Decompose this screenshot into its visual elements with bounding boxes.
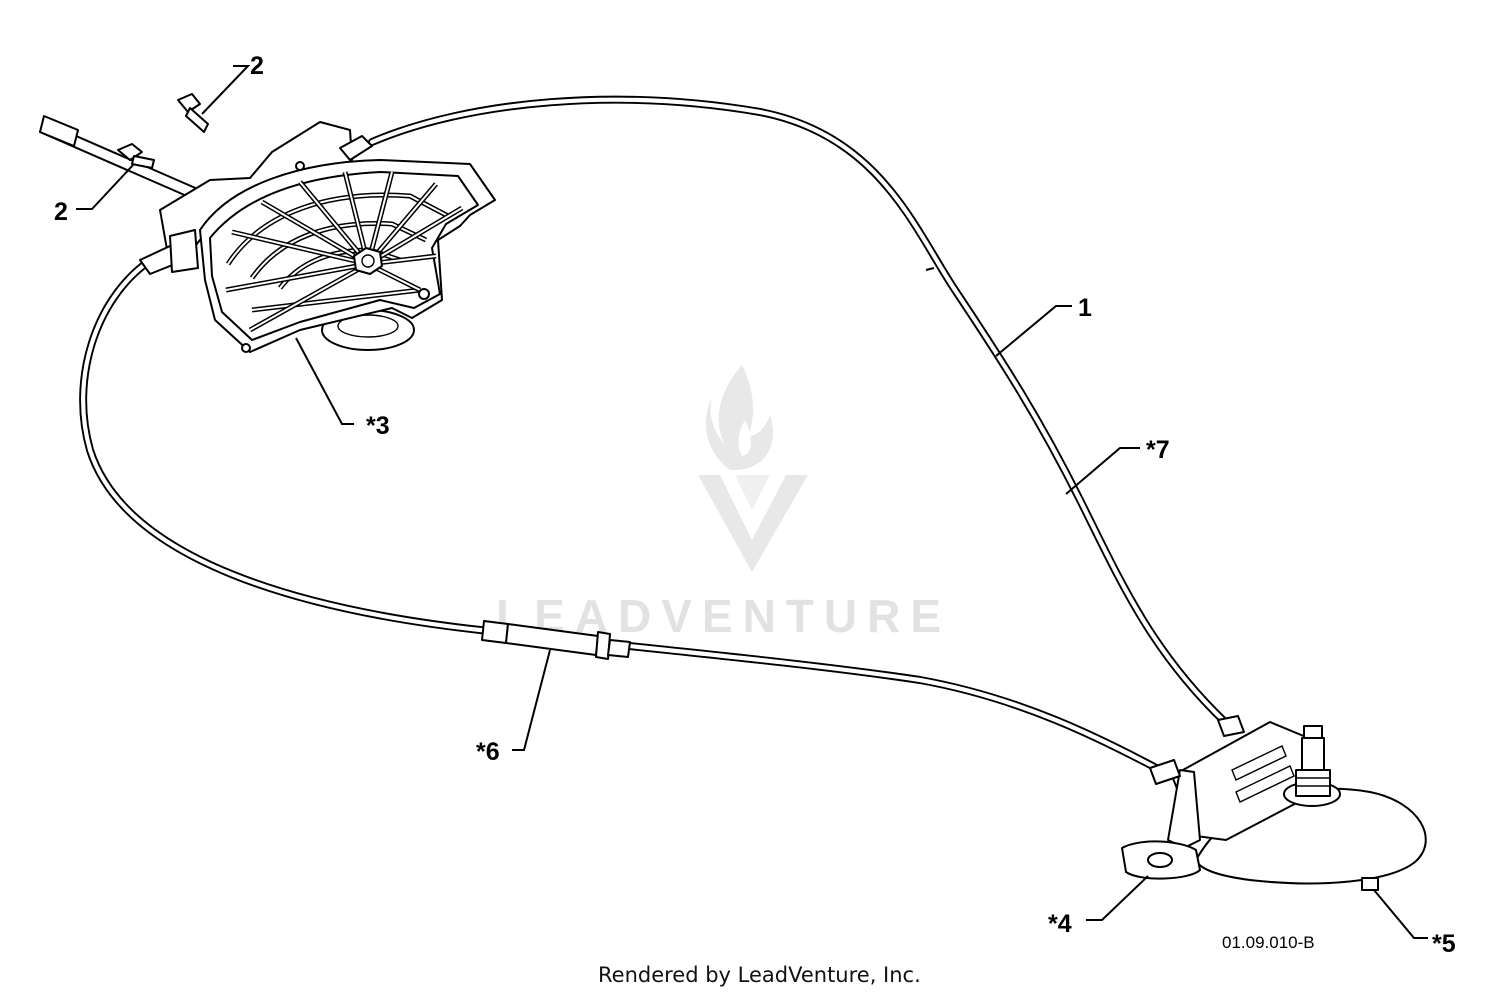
leader-lines	[76, 65, 1428, 939]
callout-2-top: 2	[250, 52, 264, 80]
callout-2-left: 2	[54, 198, 68, 226]
footer-credit: Rendered by LeadVenture, Inc.	[598, 963, 921, 987]
callout-6: *6	[476, 738, 500, 766]
callout-5: *5	[1432, 930, 1456, 958]
watermark-logo-icon	[698, 365, 808, 572]
cable-sleeve	[481, 620, 631, 660]
callout-3: *3	[366, 412, 390, 440]
bolt-icon	[117, 93, 209, 169]
shift-lever-plate-icon	[139, 121, 496, 353]
threaded-shaft-icon	[39, 115, 201, 201]
control-cable-1	[368, 95, 1229, 726]
drawing-reference: 01.09.010-B	[1222, 933, 1315, 952]
cable-bracket-icon	[1121, 715, 1427, 891]
control-cable-6	[79, 258, 1164, 774]
callout-7: *7	[1146, 436, 1170, 464]
callout-1: 1	[1078, 294, 1092, 322]
callout-4: *4	[1048, 910, 1072, 938]
